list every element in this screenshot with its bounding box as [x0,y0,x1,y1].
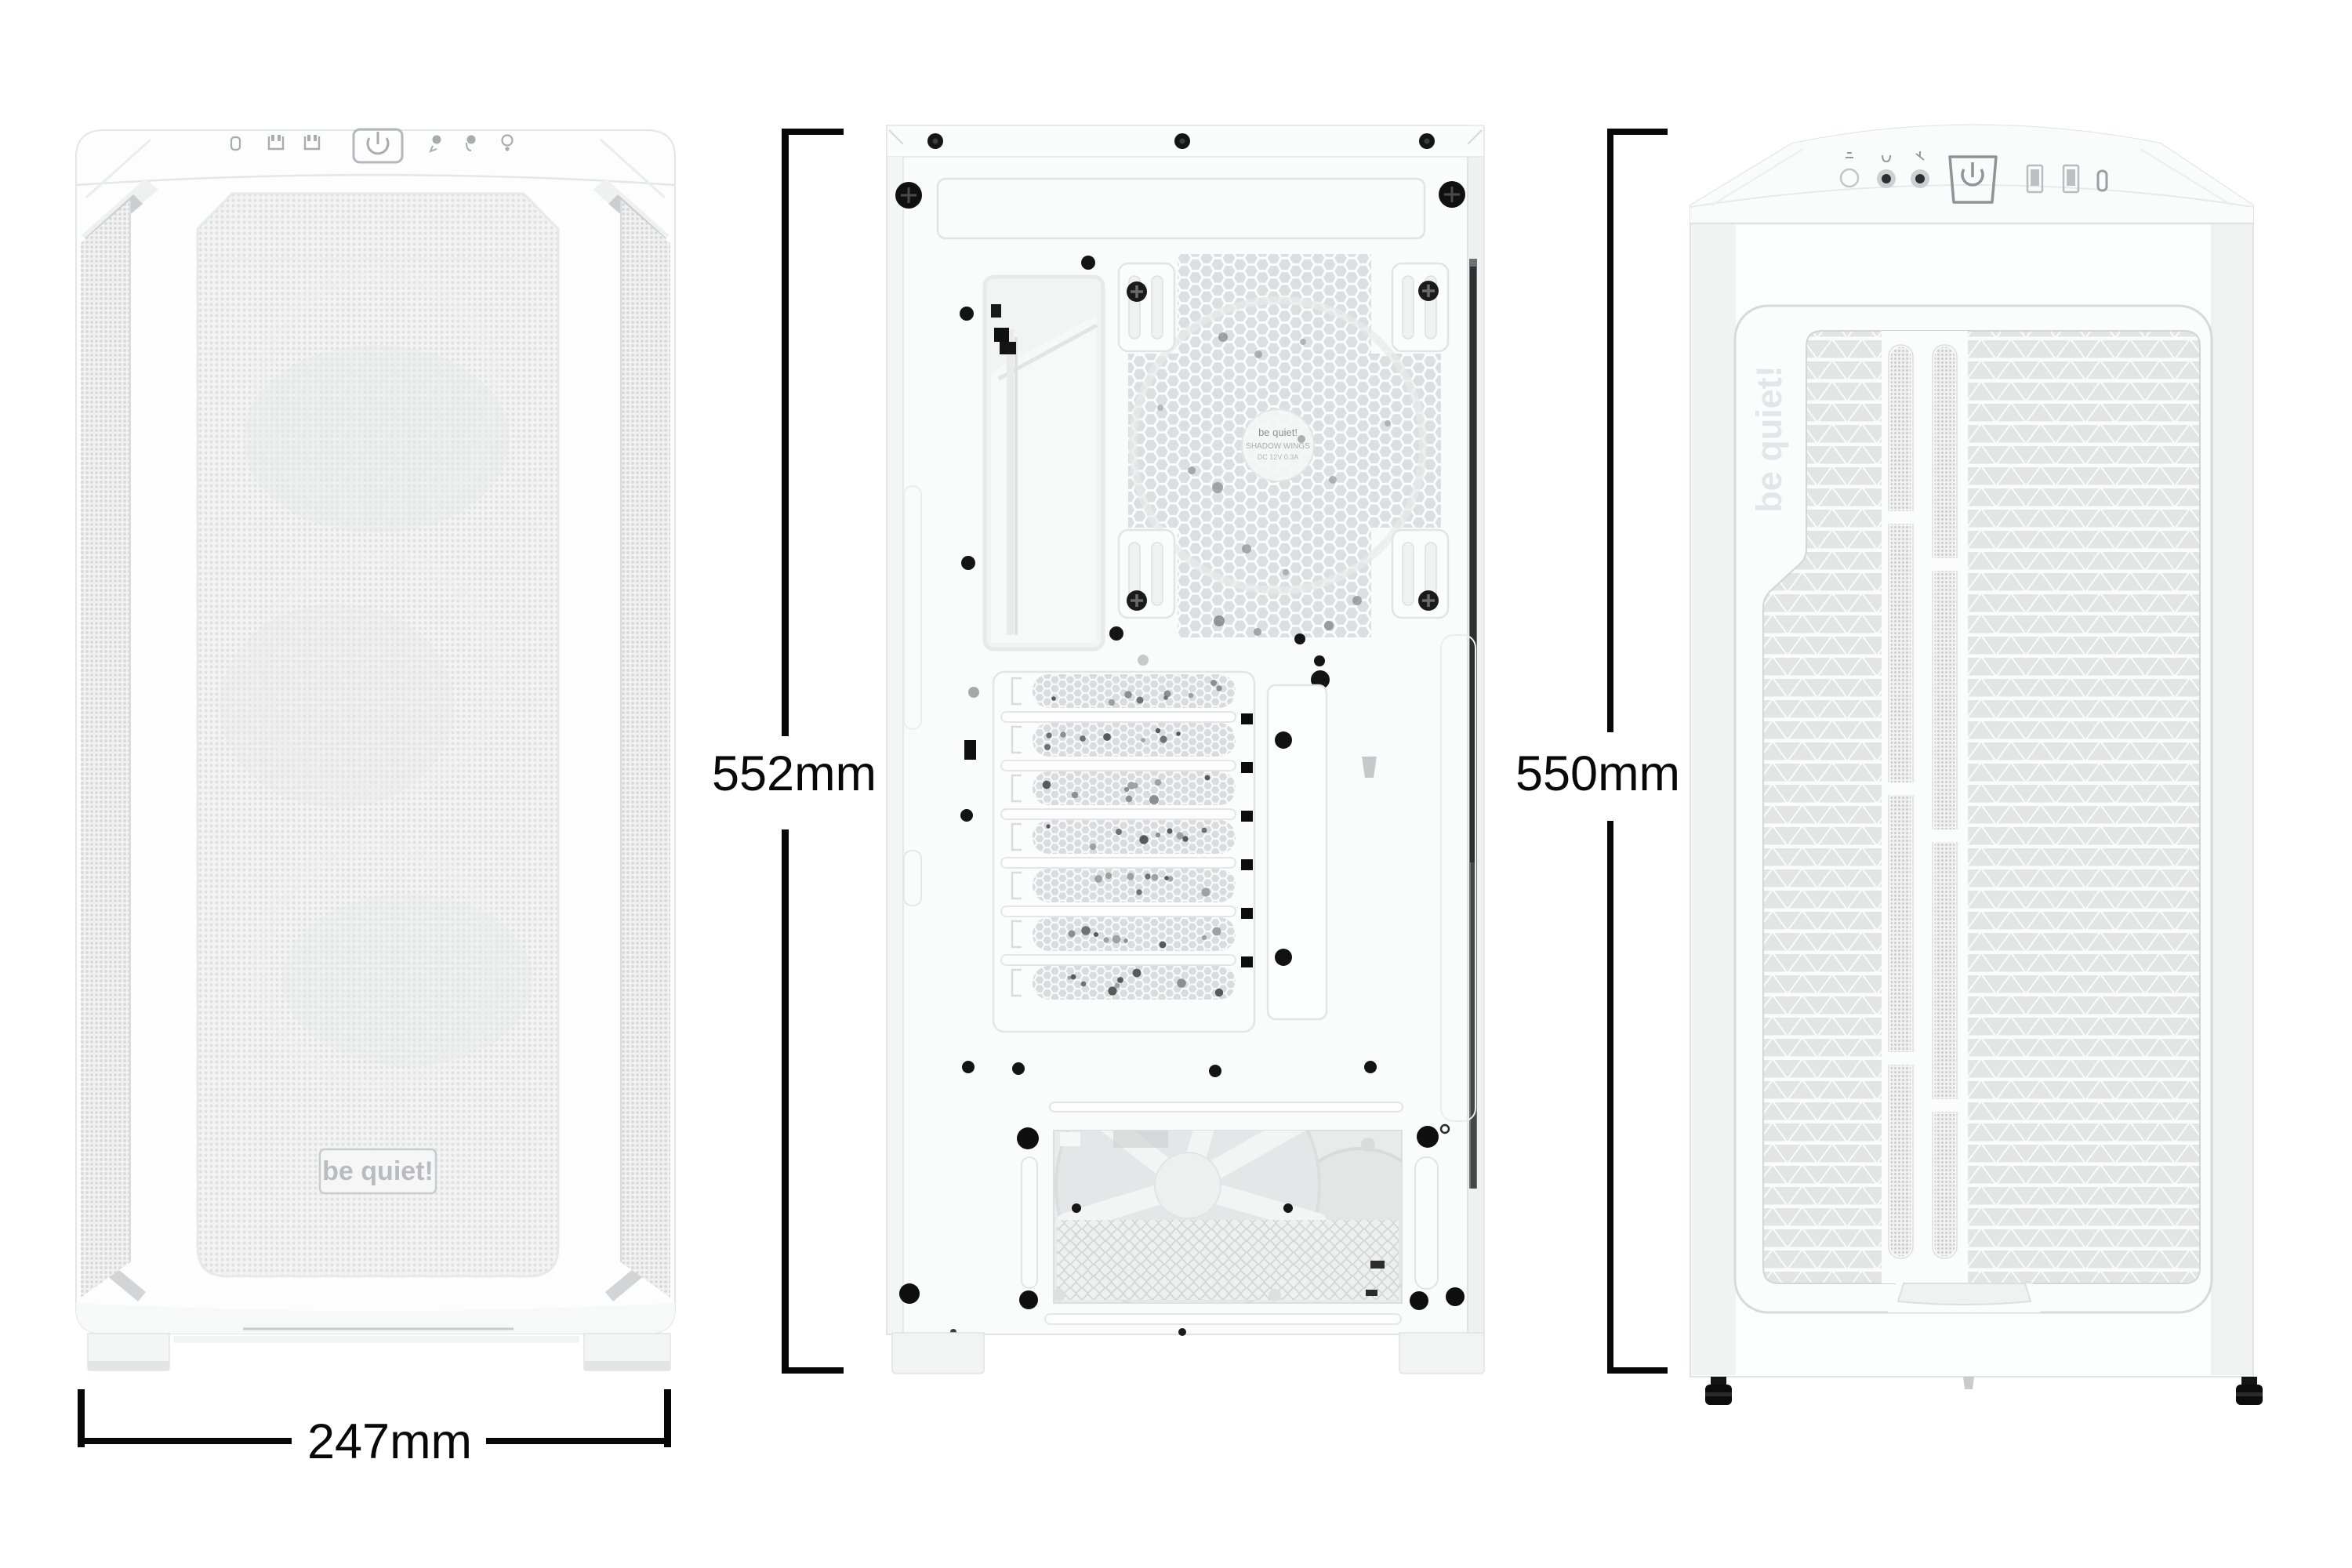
svg-text:SHADOW WINGS: SHADOW WINGS [1246,442,1310,451]
svg-text:be quiet!: be quiet! [1749,365,1789,513]
svg-text:be quiet!: be quiet! [1258,426,1298,438]
svg-text:be quiet!: be quiet! [322,1156,434,1186]
svg-text:550mm: 550mm [1515,746,1680,801]
svg-text:552mm: 552mm [712,746,877,801]
svg-text:DC 12V 0.3A: DC 12V 0.3A [1258,453,1299,461]
svg-text:247mm: 247mm [307,1414,472,1469]
